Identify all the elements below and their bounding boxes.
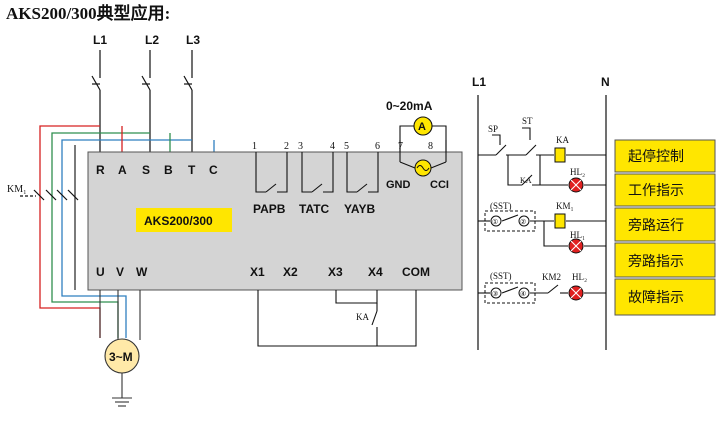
contact-1-icon <box>490 215 502 227</box>
output-terminals: U V W <box>96 265 148 279</box>
relay-contacts <box>255 152 379 193</box>
function-running: 工作指示 <box>628 182 684 198</box>
mains-switches <box>91 50 193 152</box>
function-box-1 <box>614 139 716 173</box>
terminal-v: V <box>116 265 124 279</box>
phase-label-l3: L3 <box>186 33 200 47</box>
pin-3: 3 <box>298 141 303 152</box>
contact-2-label: ② <box>520 218 526 226</box>
terminal-x4: X4 <box>368 265 383 279</box>
km1-coil-icon <box>554 213 566 229</box>
pin-6: 6 <box>375 141 380 152</box>
line-n-label: N <box>601 75 610 89</box>
ka-contact-rung-label: KA <box>520 176 532 185</box>
terminal-com: COM <box>402 265 430 279</box>
analog-loop <box>399 125 447 162</box>
motor-label: 3~M <box>109 350 133 364</box>
function-box-3 <box>614 207 716 242</box>
hl2-fault-label: HL₂ <box>572 272 587 282</box>
rung-fault <box>478 284 606 294</box>
terminal-x1: X1 <box>250 265 265 279</box>
terminal-s: S <box>142 163 150 177</box>
ka-coil-label: KA <box>556 135 569 145</box>
motor-leads <box>99 290 141 340</box>
control-input-terminals: X1 X2 X3 X4 COM <box>250 265 430 279</box>
function-bypass-indicator: 旁路指示 <box>628 253 684 269</box>
relay-tatc: TATC <box>299 202 330 216</box>
terminal-gnd: GND <box>386 179 411 191</box>
control-rails <box>477 95 607 350</box>
terminal-c: C <box>209 163 218 177</box>
function-box-2 <box>614 173 716 207</box>
input-terminals: R A S B T C <box>96 163 218 177</box>
model-label-box <box>136 208 232 232</box>
km1-coil-label: KM₁ <box>556 201 574 211</box>
ammeter-icon <box>413 116 433 136</box>
pin-1: 1 <box>252 141 257 152</box>
pin-5: 5 <box>344 141 349 152</box>
terminal-x3: X3 <box>328 265 343 279</box>
terminal-cci: CCI <box>430 179 449 191</box>
analog-range-label: 0~20mA <box>386 99 433 113</box>
pin-4: 4 <box>330 141 335 152</box>
sine-wave-icon <box>416 165 430 171</box>
terminal-w: W <box>136 265 148 279</box>
contact-3-icon <box>490 287 502 299</box>
relay-yayb: YAYB <box>344 202 375 216</box>
sst-label-2: (SST) <box>490 271 512 281</box>
control-input-wiring <box>257 290 417 347</box>
ka-coil-icon <box>554 147 566 163</box>
terminal-x2: X2 <box>283 265 298 279</box>
terminal-a: A <box>118 163 127 177</box>
terminal-t: T <box>188 163 196 177</box>
ammeter-label: A <box>418 121 426 133</box>
diagram-title: AKS200/300典型应用: <box>6 3 170 23</box>
ground-icon <box>112 373 132 407</box>
pin-2: 2 <box>284 141 289 152</box>
contact-2-icon <box>518 215 530 227</box>
function-box-4 <box>614 242 716 278</box>
function-bypass-run: 旁路运行 <box>628 217 684 233</box>
sst-label-1: (SST) <box>490 201 512 211</box>
km2-contact-label: KM2 <box>542 272 561 282</box>
model-label: AKS200/300 <box>144 214 213 228</box>
terminal-r: R <box>96 163 105 177</box>
contact-1-label: ① <box>492 218 498 226</box>
phase-label-l1: L1 <box>93 33 107 47</box>
relay-papb: PAPB <box>253 202 286 216</box>
phase-label-l2: L2 <box>145 33 159 47</box>
function-start-stop: 起停控制 <box>628 148 684 164</box>
km1-bypass-contacts <box>20 189 79 201</box>
terminal-b: B <box>164 163 173 177</box>
pin-8: 8 <box>428 141 433 152</box>
start-button-label: ST <box>522 116 533 126</box>
function-legend: 起停控制 工作指示 旁路运行 旁路指示 故障指示 <box>614 139 716 316</box>
relay-pin-numbers: 1 2 3 4 5 6 7 8 <box>252 141 433 152</box>
ka-contact-label: KA <box>356 312 369 322</box>
contact-4-label: ④ <box>520 290 526 298</box>
rung-bypass-run <box>478 214 606 247</box>
contact-4-icon <box>518 287 530 299</box>
line-l1-label: L1 <box>472 75 486 89</box>
stop-button-label: SP <box>488 124 498 134</box>
function-fault: 故障指示 <box>628 289 684 305</box>
km1-label: KM₁ <box>7 184 27 195</box>
relay-names: PAPB TATC YAYB <box>253 202 375 216</box>
hl2-label: HL₂ <box>570 167 585 177</box>
function-box-5 <box>614 278 716 316</box>
terminal-u: U <box>96 265 105 279</box>
rung-start-stop <box>478 127 606 186</box>
hl1-label: HL₁ <box>570 230 585 240</box>
contact-3-label: ③ <box>492 290 498 298</box>
